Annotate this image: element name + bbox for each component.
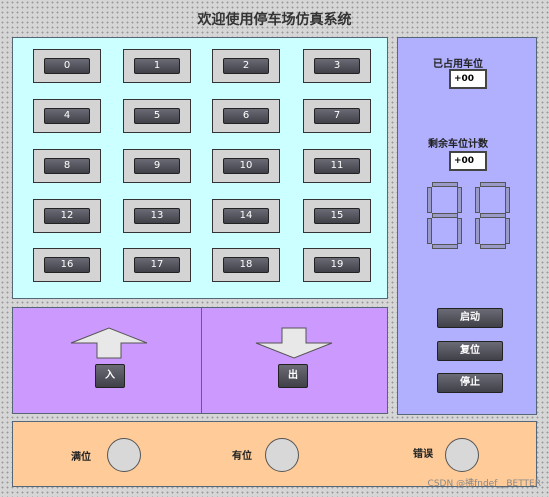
parking-slot: 1 <box>123 49 191 83</box>
slot-button[interactable]: 7 <box>314 108 360 124</box>
parking-slot: 3 <box>303 49 371 83</box>
error-indicator-lamp <box>445 438 479 472</box>
gate-panel: 入 出 <box>12 307 388 414</box>
exit-button[interactable]: 出 <box>278 364 308 388</box>
reset-button[interactable]: 复位 <box>437 341 503 361</box>
parking-slot: 4 <box>33 99 101 133</box>
slot-button[interactable]: 17 <box>134 257 180 273</box>
slot-button[interactable]: 14 <box>223 208 269 224</box>
counter-panel: 已占用车位 +00 剩余车位计数 +00 启动 复位 停止 <box>397 37 537 415</box>
slot-button[interactable]: 12 <box>44 208 90 224</box>
parking-slot: 9 <box>123 149 191 183</box>
slot-button[interactable]: 1 <box>134 58 180 74</box>
start-button[interactable]: 启动 <box>437 308 503 328</box>
seven-segment-display-tens <box>426 182 464 250</box>
enter-button[interactable]: 入 <box>95 364 125 388</box>
parking-slot: 0 <box>33 49 101 83</box>
occupied-count-field: +00 <box>449 69 487 89</box>
parking-slot: 17 <box>123 248 191 282</box>
parking-slot: 5 <box>123 99 191 133</box>
parking-slot: 15 <box>303 199 371 233</box>
remaining-count-field: +00 <box>449 151 487 171</box>
slot-button[interactable]: 2 <box>223 58 269 74</box>
page-title: 欢迎使用停车场仿真系统 <box>197 12 352 28</box>
slot-button[interactable]: 15 <box>314 208 360 224</box>
remaining-label: 剩余车位计数 <box>428 139 488 150</box>
slot-button[interactable]: 8 <box>44 158 90 174</box>
available-label: 有位 <box>232 451 252 462</box>
full-label: 满位 <box>71 452 91 463</box>
seven-segment-display-ones <box>474 182 512 250</box>
parking-slot: 2 <box>212 49 280 83</box>
parking-slot: 7 <box>303 99 371 133</box>
parking-slot: 13 <box>123 199 191 233</box>
available-indicator-lamp <box>265 438 299 472</box>
parking-slot: 10 <box>212 149 280 183</box>
parking-slot: 12 <box>33 199 101 233</box>
slot-button[interactable]: 4 <box>44 108 90 124</box>
error-label: 错误 <box>413 449 433 460</box>
slot-button[interactable]: 6 <box>223 108 269 124</box>
occupied-label: 已占用车位 <box>433 59 483 70</box>
stop-button[interactable]: 停止 <box>437 373 503 393</box>
slot-button[interactable]: 0 <box>44 58 90 74</box>
status-panel: 满位 有位 错误 <box>12 421 537 487</box>
slot-button[interactable]: 10 <box>223 158 269 174</box>
slot-button[interactable]: 3 <box>314 58 360 74</box>
parking-slot: 18 <box>212 248 280 282</box>
parking-slot: 16 <box>33 248 101 282</box>
arrow-down-icon <box>255 327 333 359</box>
slot-button[interactable]: 16 <box>44 257 90 273</box>
slot-button[interactable]: 18 <box>223 257 269 273</box>
parking-slot: 6 <box>212 99 280 133</box>
gate-divider <box>201 308 202 413</box>
watermark: CSDN @拂fndef__BETTER <box>427 479 541 489</box>
slot-button[interactable]: 5 <box>134 108 180 124</box>
parking-slot: 19 <box>303 248 371 282</box>
slot-button[interactable]: 9 <box>134 158 180 174</box>
arrow-up-icon <box>70 327 148 359</box>
parking-slot: 11 <box>303 149 371 183</box>
full-indicator-lamp <box>107 438 141 472</box>
slot-button[interactable]: 13 <box>134 208 180 224</box>
slot-button[interactable]: 11 <box>314 158 360 174</box>
parking-slot: 14 <box>212 199 280 233</box>
slot-button[interactable]: 19 <box>314 257 360 273</box>
parking-slot: 8 <box>33 149 101 183</box>
